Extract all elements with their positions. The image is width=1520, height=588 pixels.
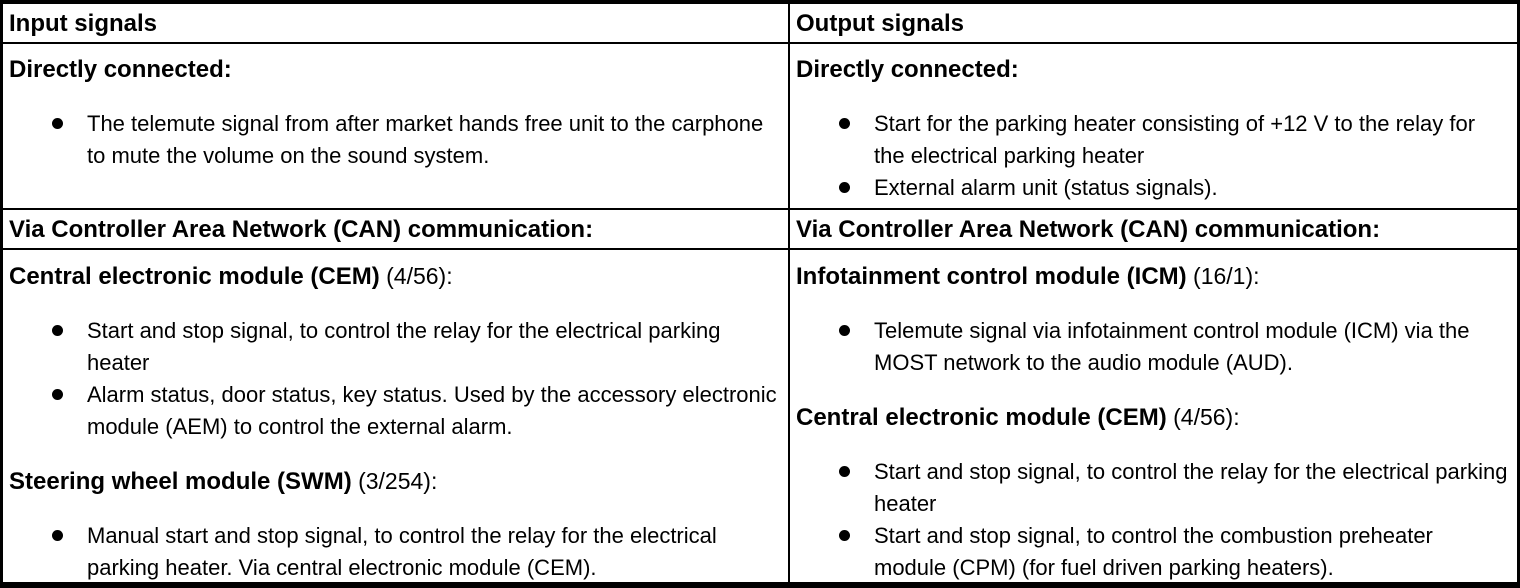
bullet-text: The telemute signal from after market ha… bbox=[87, 111, 764, 168]
signals-grid: Input signals Output signals Directly co… bbox=[3, 4, 1517, 582]
column-header-input: Input signals bbox=[3, 4, 790, 44]
bullet-icon bbox=[52, 118, 63, 129]
bullet-icon bbox=[52, 325, 63, 336]
module-heading: Steering wheel module (SWM) (3/254): bbox=[9, 465, 780, 498]
module-heading: Central electronic module (CEM) (4/56): bbox=[9, 260, 780, 293]
bullet-icon bbox=[52, 389, 63, 400]
bullet-icon bbox=[839, 530, 850, 541]
column-header-output: Output signals bbox=[790, 4, 1517, 44]
section-module-cem: Central electronic module (CEM) (4/56): … bbox=[796, 401, 1509, 582]
can-heading-input: Via Controller Area Network (CAN) commun… bbox=[3, 210, 790, 250]
section-heading: Directly connected: bbox=[9, 56, 232, 83]
bullet-item: Manual start and stop signal, to control… bbox=[9, 520, 780, 582]
bullet-text: Telemute signal via infotainment control… bbox=[874, 318, 1470, 375]
bullet-item: Telemute signal via infotainment control… bbox=[796, 315, 1509, 379]
bullet-item: External alarm unit (status signals). bbox=[796, 172, 1509, 204]
bullet-item: Start and stop signal, to control the co… bbox=[796, 520, 1509, 582]
bullet-icon bbox=[839, 325, 850, 336]
module-ref: (3/254): bbox=[351, 468, 438, 494]
module-name: Central electronic module (CEM) bbox=[796, 404, 1167, 431]
bullet-icon bbox=[52, 530, 63, 541]
module-name: Central electronic module (CEM) bbox=[9, 263, 380, 290]
cell-input-directly-connected: Directly connected: The telemute signal … bbox=[3, 44, 790, 210]
bullet-item: Start for the parking heater consisting … bbox=[796, 108, 1509, 172]
bullet-item: Alarm status, door status, key status. U… bbox=[9, 379, 780, 443]
bullet-icon bbox=[839, 466, 850, 477]
bullet-list: The telemute signal from after market ha… bbox=[9, 108, 780, 172]
bullet-list: Manual start and stop signal, to control… bbox=[9, 520, 780, 582]
bullet-item: Start and stop signal, to control the re… bbox=[796, 456, 1509, 520]
bullet-text: Start and stop signal, to control the re… bbox=[874, 459, 1508, 516]
bullet-text: Start and stop signal, to control the re… bbox=[87, 318, 721, 375]
cell-input-can-modules: Central electronic module (CEM) (4/56): … bbox=[3, 250, 790, 582]
cell-output-can-modules: Infotainment control module (ICM) (16/1)… bbox=[790, 250, 1517, 582]
section-module-swm: Steering wheel module (SWM) (3/254): Man… bbox=[9, 465, 780, 582]
bullet-text: Start for the parking heater consisting … bbox=[874, 111, 1476, 168]
module-ref: (16/1): bbox=[1186, 263, 1260, 289]
module-ref: (4/56): bbox=[379, 263, 453, 289]
bullet-list: Telemute signal via infotainment control… bbox=[796, 315, 1509, 379]
can-heading-output: Via Controller Area Network (CAN) commun… bbox=[790, 210, 1517, 250]
bullet-list: Start for the parking heater consisting … bbox=[796, 108, 1509, 204]
section-directly-connected: Directly connected: The telemute signal … bbox=[9, 54, 780, 172]
cell-output-directly-connected: Directly connected: Start for the parkin… bbox=[790, 44, 1517, 210]
section-heading: Directly connected: bbox=[796, 56, 1019, 83]
bullet-text: Manual start and stop signal, to control… bbox=[87, 523, 717, 580]
bullet-icon bbox=[839, 182, 850, 193]
module-name: Infotainment control module (ICM) bbox=[796, 263, 1187, 290]
bullet-list: Start and stop signal, to control the re… bbox=[796, 456, 1509, 582]
bullet-text: Alarm status, door status, key status. U… bbox=[87, 382, 777, 439]
section-directly-connected: Directly connected: Start for the parkin… bbox=[796, 54, 1509, 204]
bullet-icon bbox=[839, 118, 850, 129]
section-module-icm: Infotainment control module (ICM) (16/1)… bbox=[796, 260, 1509, 379]
section-module-cem: Central electronic module (CEM) (4/56): … bbox=[9, 260, 780, 443]
bullet-item: Start and stop signal, to control the re… bbox=[9, 315, 780, 379]
bullet-text: Start and stop signal, to control the co… bbox=[874, 523, 1433, 580]
module-name: Steering wheel module (SWM) bbox=[9, 468, 352, 495]
module-ref: (4/56): bbox=[1166, 404, 1240, 430]
module-heading: Central electronic module (CEM) (4/56): bbox=[796, 401, 1509, 434]
bullet-text: External alarm unit (status signals). bbox=[874, 175, 1218, 200]
bullet-list: Start and stop signal, to control the re… bbox=[9, 315, 780, 443]
module-heading: Infotainment control module (ICM) (16/1)… bbox=[796, 260, 1509, 293]
bullet-item: The telemute signal from after market ha… bbox=[9, 108, 780, 172]
